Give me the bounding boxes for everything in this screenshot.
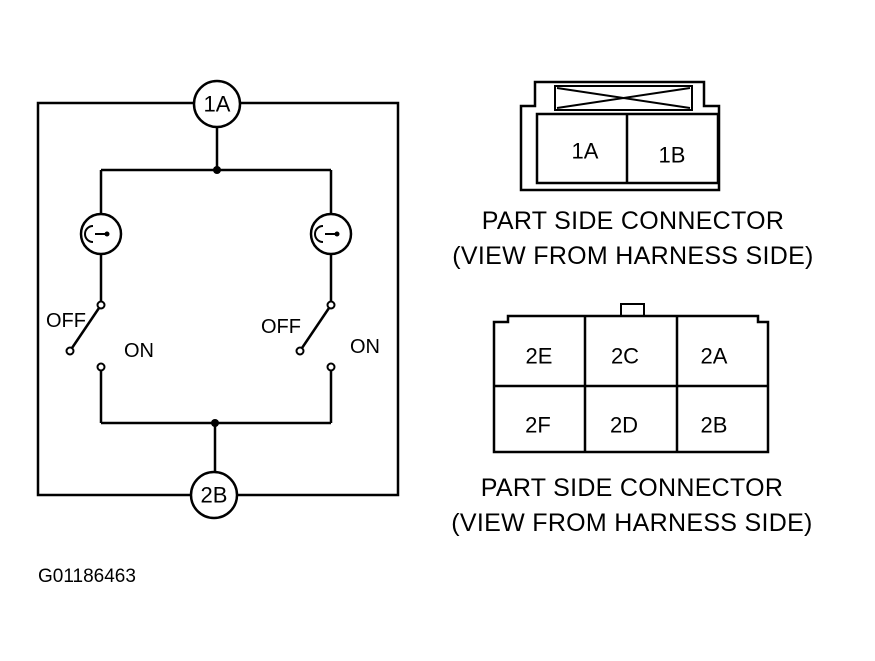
left-switch-off-contact bbox=[65, 346, 75, 356]
connector-2: 2E 2C 2A 2F 2D 2B PART SIDE CONNECTOR (V… bbox=[451, 303, 812, 537]
left-switch-on-contact bbox=[96, 362, 106, 372]
terminal-1a-label: 1A bbox=[204, 92, 231, 117]
right-switch-blade bbox=[300, 307, 331, 349]
connector-2-pin-2c: 2C bbox=[611, 344, 639, 369]
figure-id: G01186463 bbox=[38, 566, 136, 587]
connector-2-caption-line1: PART SIDE CONNECTOR bbox=[481, 474, 784, 502]
connector-2-pin-2b: 2B bbox=[701, 413, 728, 438]
connector-2-shell bbox=[492, 314, 770, 454]
connector-2-pin-2f: 2F bbox=[525, 413, 551, 438]
right-switch-off-contact bbox=[295, 346, 305, 356]
outer-wire-top-left bbox=[36, 101, 193, 497]
connector-1: 1A 1B PART SIDE CONNECTOR (VIEW FROM HAR… bbox=[452, 80, 813, 270]
left-switch-pivot bbox=[96, 300, 106, 310]
right-switch-pivot bbox=[326, 300, 336, 310]
connector-2-pin-2d: 2D bbox=[610, 413, 638, 438]
right-switch: OFF ON bbox=[261, 300, 380, 372]
connector-1-pin-1a: 1A bbox=[572, 139, 599, 164]
outer-wire-top-right bbox=[238, 101, 400, 497]
connector-2-key bbox=[620, 303, 645, 317]
connector-1-pin-1b: 1B bbox=[659, 143, 686, 168]
schematic: 1A 2B bbox=[36, 79, 400, 520]
left-switch-blade bbox=[70, 307, 101, 349]
right-switch-on-label: ON bbox=[350, 336, 380, 358]
left-switch-on-label: ON bbox=[124, 340, 154, 362]
left-switch-off-label: OFF bbox=[46, 310, 86, 332]
connector-2-pin-2e: 2E bbox=[526, 344, 553, 369]
connector-1-caption-line2: (VIEW FROM HARNESS SIDE) bbox=[452, 242, 813, 270]
right-lamp-icon bbox=[309, 212, 353, 256]
connector-1-latch-cross bbox=[556, 87, 691, 109]
right-switch-on-contact bbox=[326, 362, 336, 372]
terminal-2b-label: 2B bbox=[201, 483, 228, 508]
right-switch-off-label: OFF bbox=[261, 316, 301, 338]
connector-2-pin-2a: 2A bbox=[701, 344, 728, 369]
left-lamp-icon bbox=[79, 212, 123, 256]
connector-1-caption-line1: PART SIDE CONNECTOR bbox=[482, 207, 785, 235]
connector-2-caption-line2: (VIEW FROM HARNESS SIDE) bbox=[451, 509, 812, 537]
left-switch: OFF ON bbox=[46, 300, 154, 372]
connector-1-latch bbox=[554, 85, 693, 111]
